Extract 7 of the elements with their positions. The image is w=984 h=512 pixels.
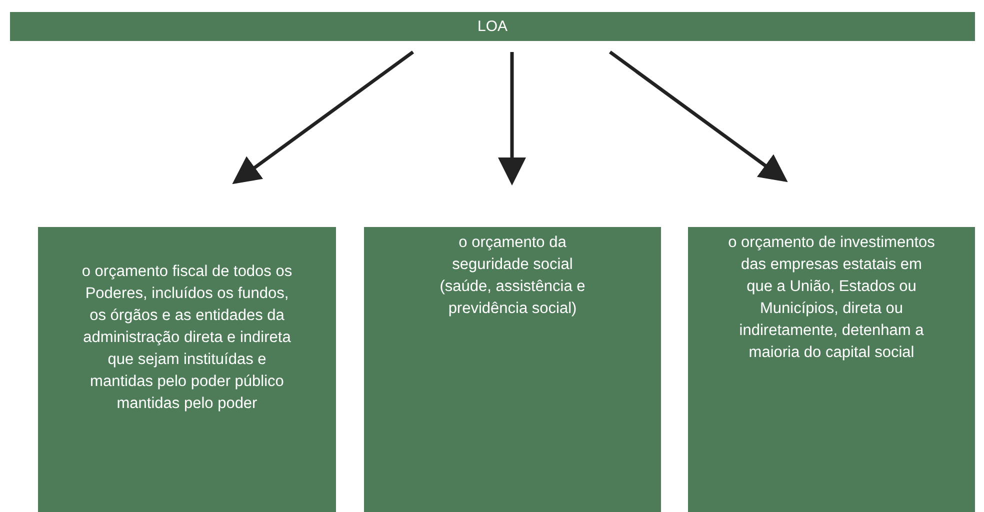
arrow: [498, 52, 526, 186]
arrow: [232, 50, 414, 184]
content-box: o orçamento fiscal de todos os Poderes, incluídos os fundos, os órgãos e as entidades da administração direta e indireta que sejam instituídas e mantidas pelo poder público mantidas pelo poder: [38, 227, 336, 512]
title-bar: LOA: [10, 12, 975, 41]
content-box: o orçamento de investimentos das empresas estatais em que a União, Estados ou Municípios, direta ou indiretamente, detenham a maioria do capital social: [688, 227, 975, 512]
content-box: o orçamento da seguridade social (saúde, assistência e previdência social): [364, 227, 661, 512]
arrow: [608, 50, 788, 182]
